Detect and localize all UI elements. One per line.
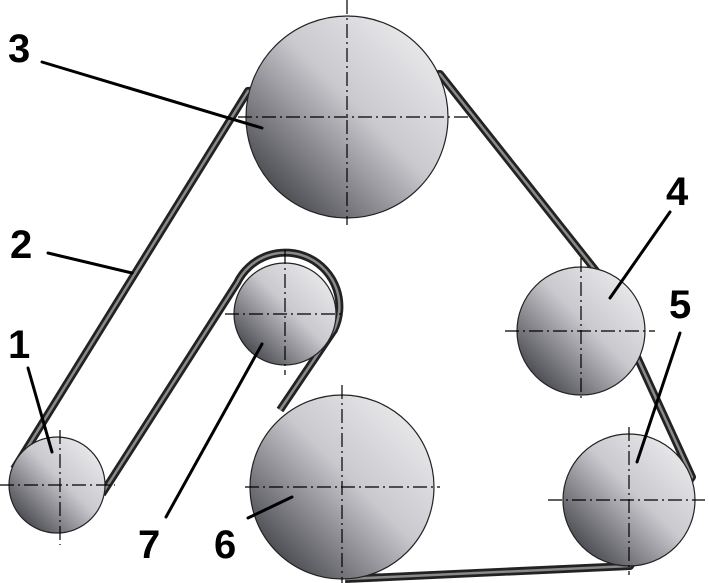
- inner-belt: [98, 248, 344, 497]
- leader-1: [26, 366, 54, 454]
- callout-3: 3: [8, 27, 30, 71]
- leader-6: [246, 495, 294, 520]
- callout-6: 6: [214, 523, 236, 567]
- callout-7: 7: [138, 523, 160, 567]
- leader-4: [608, 210, 672, 300]
- callout-1: 1: [8, 323, 30, 367]
- leader-7: [164, 342, 264, 519]
- leader-3: [40, 60, 264, 130]
- callout-4: 4: [666, 170, 689, 214]
- callout-2: 2: [10, 223, 32, 267]
- callout-5: 5: [669, 283, 691, 327]
- leader-2: [46, 251, 134, 275]
- leader-lines: [26, 60, 682, 520]
- leader-5: [635, 331, 682, 464]
